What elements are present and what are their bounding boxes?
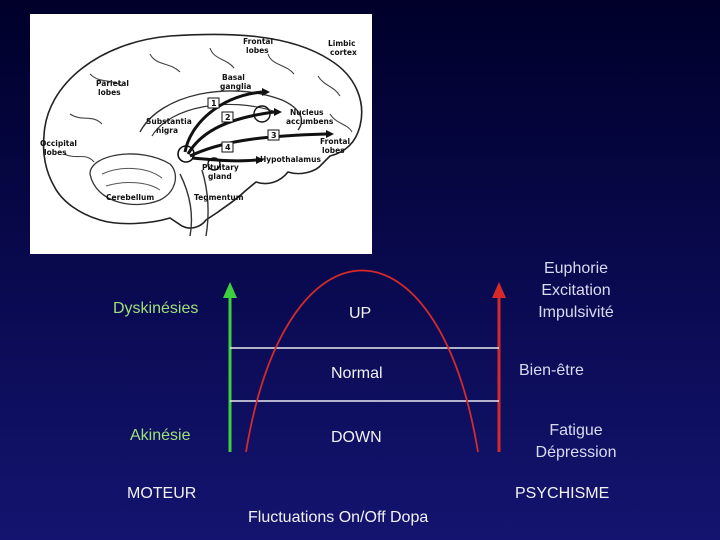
- label-fatigue-group: Fatigue Dépression: [520, 420, 632, 464]
- label-substantia-nigra-2: nigra: [156, 126, 178, 135]
- label-basal-ganglia-1: Basal: [222, 73, 245, 82]
- label-hypothalamus: Hypothalamus: [260, 155, 321, 164]
- label-frontal-lobes-right-2: lobes: [322, 146, 345, 155]
- label-limbic-cortex-2: cortex: [330, 48, 357, 57]
- label-psychisme: PSYCHISME: [515, 485, 610, 502]
- label-bien-etre: Bien-être: [519, 362, 584, 379]
- label-fluctuations-caption: Fluctuations On/Off Dopa: [248, 509, 429, 526]
- label-excitation: Excitation: [541, 282, 611, 299]
- label-substantia-nigra-1: Substantia: [146, 117, 192, 126]
- label-nucleus-accumbens-1: Nucleus: [290, 108, 324, 117]
- label-tegmentum: Tegmentum: [194, 193, 244, 202]
- label-akinesie: Akinésie: [130, 427, 191, 444]
- label-down: DOWN: [331, 429, 382, 446]
- label-fatigue: Fatigue: [549, 422, 603, 439]
- psyche-axis-arrowhead: [492, 282, 506, 298]
- label-up: UP: [349, 305, 372, 322]
- label-parietal-lobes-2: lobes: [98, 88, 121, 97]
- label-basal-ganglia-2: ganglia: [220, 82, 251, 91]
- label-nucleus-accumbens-2: accumbens: [286, 117, 334, 126]
- label-depression: Dépression: [535, 444, 617, 461]
- label-cerebellum: Cerebellum: [106, 193, 154, 202]
- label-euphorie-group: Euphorie Excitation Impulsivité: [520, 258, 632, 324]
- label-occipital-lobes-1: Occipital: [40, 139, 77, 148]
- motor-axis-arrowhead: [223, 282, 237, 298]
- dopa-fluctuation-curve: [245, 269, 479, 453]
- label-frontal-lobes-top-2: lobes: [246, 46, 269, 55]
- label-pituitary-gland-1: Pituitary: [202, 163, 239, 172]
- pathway-number-4: 4: [225, 143, 231, 152]
- label-moteur: MOTEUR: [127, 485, 197, 502]
- label-pituitary-gland-2: gland: [208, 172, 232, 181]
- brain-sagittal-illustration: 1 2 3 4 Frontal lobes Limbic cortex Pari…: [40, 33, 363, 237]
- label-occipital-lobes-2: lobes: [44, 148, 67, 157]
- pathway-number-3: 3: [271, 131, 277, 140]
- label-frontal-lobes-top-1: Frontal: [243, 37, 273, 46]
- label-frontal-lobes-right-1: Frontal: [320, 137, 350, 146]
- label-impulsivite: Impulsivité: [538, 304, 614, 321]
- pathway-number-2: 2: [225, 113, 231, 122]
- label-normal: Normal: [331, 365, 383, 382]
- brain-dopamine-pathways-figure: 1 2 3 4 Frontal lobes Limbic cortex Pari…: [30, 14, 372, 254]
- pathway-number-1: 1: [211, 99, 217, 108]
- label-limbic-cortex-1: Limbic: [328, 39, 356, 48]
- label-euphorie: Euphorie: [543, 260, 609, 277]
- label-dyskinesies: Dyskinésies: [113, 300, 199, 317]
- label-parietal-lobes-1: Parietal: [96, 79, 129, 88]
